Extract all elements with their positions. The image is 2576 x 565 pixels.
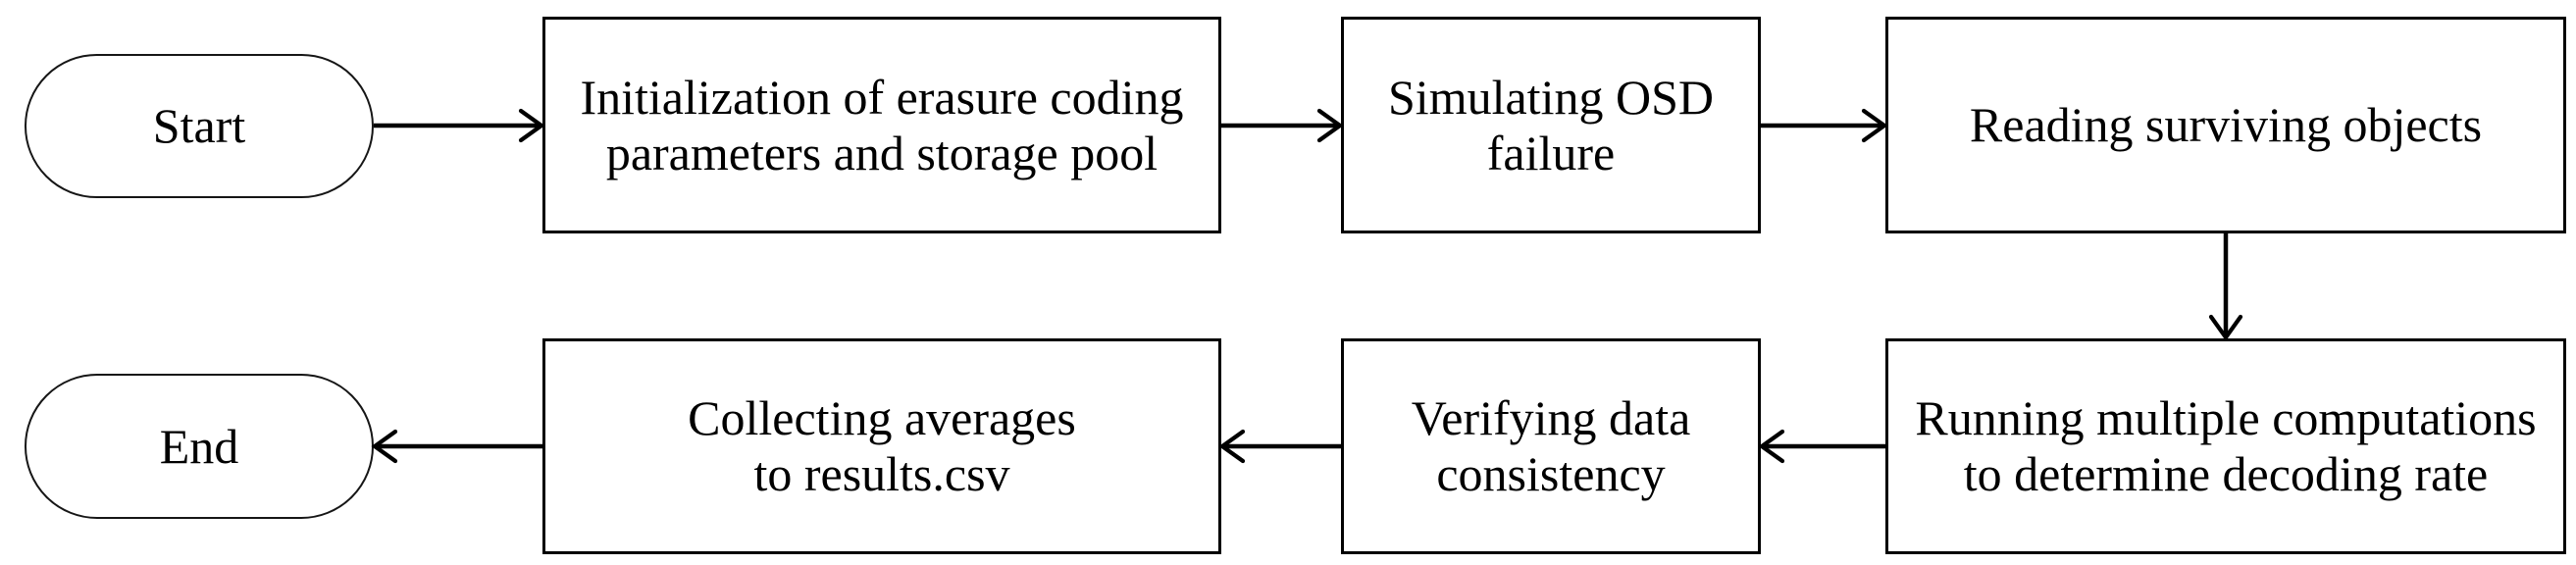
flow-node-start: Start — [25, 54, 374, 198]
flow-node-initialization-label: Initialization of erasure coding paramet… — [580, 69, 1184, 180]
flow-node-collecting-averages: Collecting averages to results.csv — [542, 338, 1221, 554]
flow-node-end-label: End — [159, 418, 239, 474]
flow-node-initialization: Initialization of erasure coding paramet… — [542, 17, 1221, 233]
flow-node-verifying-data-consistency-label: Verifying data consistency — [1411, 390, 1691, 501]
flow-node-simulating-osd-failure: Simulating OSD failure — [1341, 17, 1761, 233]
flow-node-running-computations-label: Running multiple computations to determi… — [1915, 390, 2537, 501]
flow-node-reading-surviving-objects: Reading surviving objects — [1885, 17, 2566, 233]
flow-node-end: End — [25, 374, 374, 519]
flow-node-reading-surviving-objects-label: Reading surviving objects — [1969, 97, 2483, 152]
flow-node-simulating-osd-failure-label: Simulating OSD failure — [1388, 69, 1714, 180]
flow-node-verifying-data-consistency: Verifying data consistency — [1341, 338, 1761, 554]
flow-node-start-label: Start — [152, 98, 246, 153]
flow-node-running-computations: Running multiple computations to determi… — [1885, 338, 2566, 554]
flow-node-collecting-averages-label: Collecting averages to results.csv — [688, 390, 1076, 501]
